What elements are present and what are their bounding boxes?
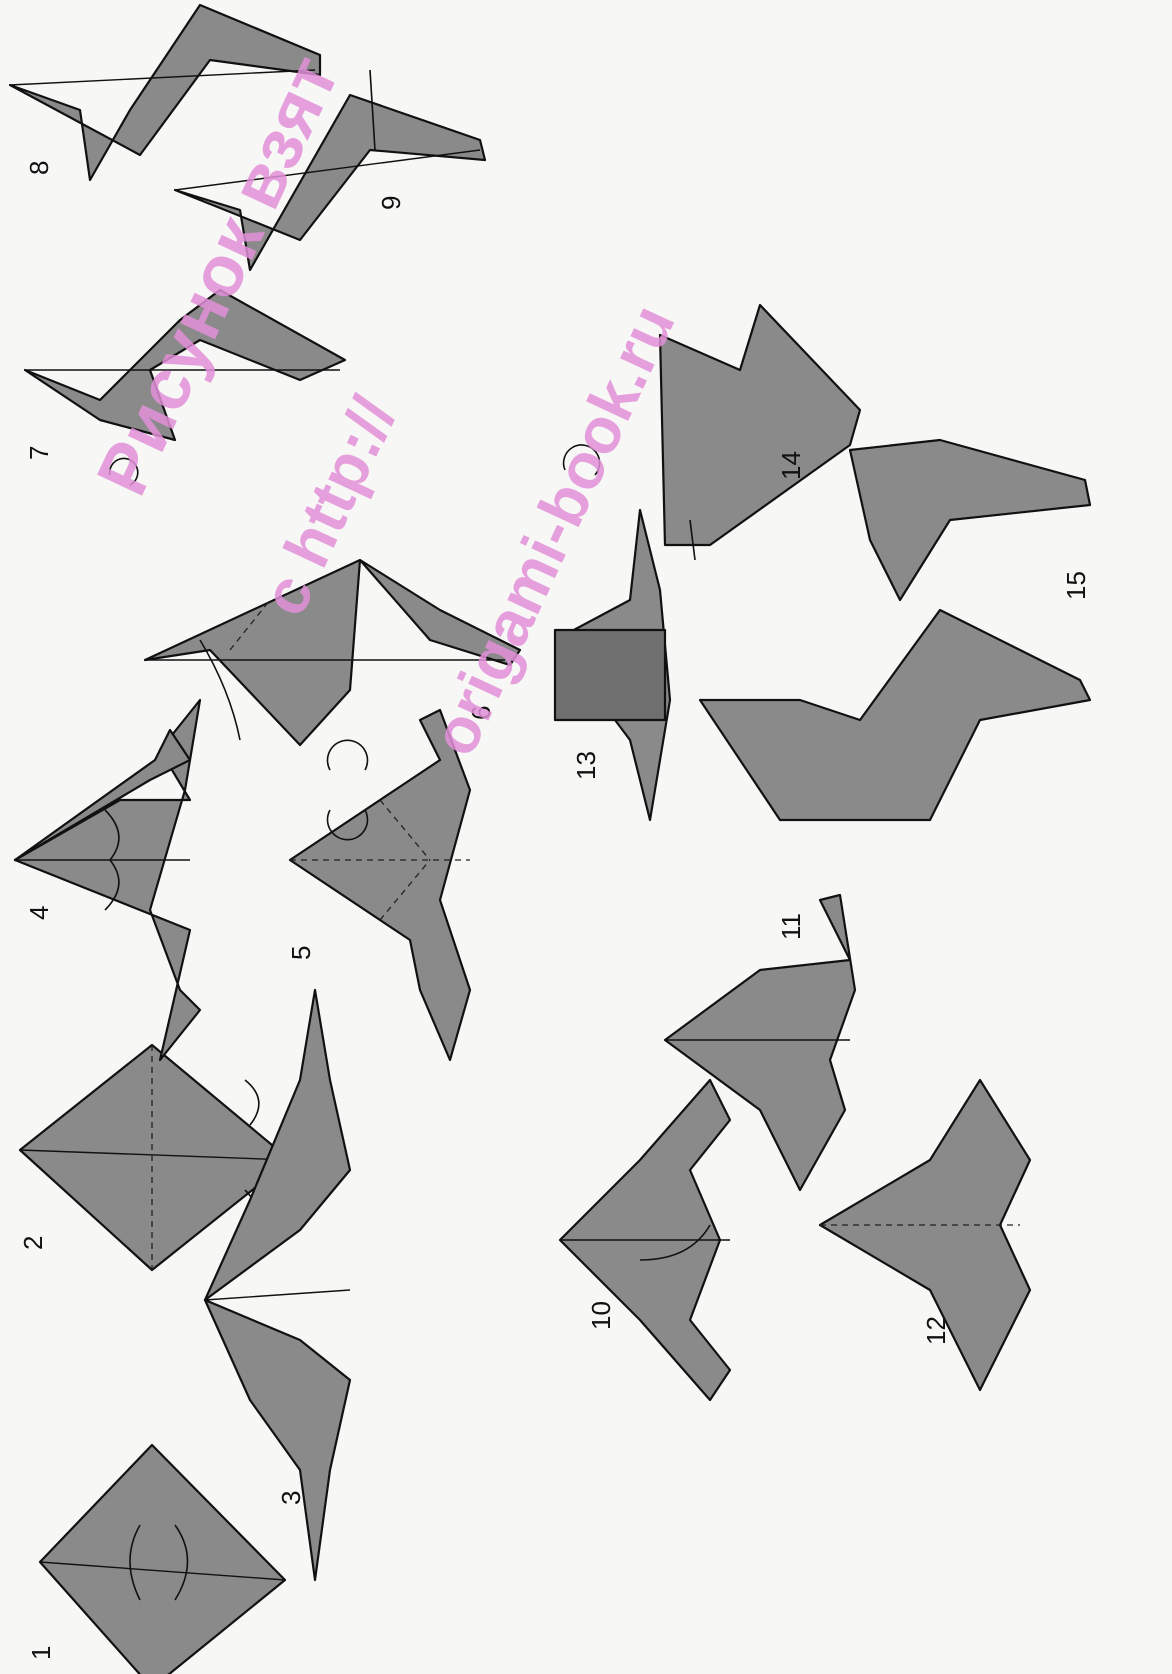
step-number: 14 [776,451,806,480]
watermark-line-1: Рисунок взят [82,44,354,507]
step-number: 12 [921,1316,951,1345]
fold-arrow-icon [245,1080,259,1125]
step-number: 2 [18,1236,48,1250]
step-1-paper [40,1445,285,1674]
turn-over-icon [327,740,367,770]
step-10-diagram: 10 [560,1080,730,1400]
step-14-paper [660,305,860,545]
step-number: 13 [571,751,601,780]
step-15-body [700,610,1090,820]
step-number: 10 [586,1301,616,1330]
step-number: 5 [286,946,316,960]
step-3-diagram: 3 [205,990,350,1580]
step-number: 11 [776,913,806,940]
step-number: 1 [26,1646,56,1660]
step-15-head [850,440,1090,600]
step-13-fold [555,630,665,720]
step-number: 8 [24,161,54,175]
step-number: 15 [1061,571,1091,600]
step-number: 3 [276,1491,306,1505]
step-1-diagram: 1 [26,1445,285,1674]
step-12-diagram: 12 [820,1080,1030,1390]
step-number: 7 [24,446,54,460]
step-number: 4 [24,906,54,920]
step-number: 9 [376,196,406,210]
step-4-diagram: 4 [15,700,200,1060]
step-14-diagram: 14 [660,305,860,560]
